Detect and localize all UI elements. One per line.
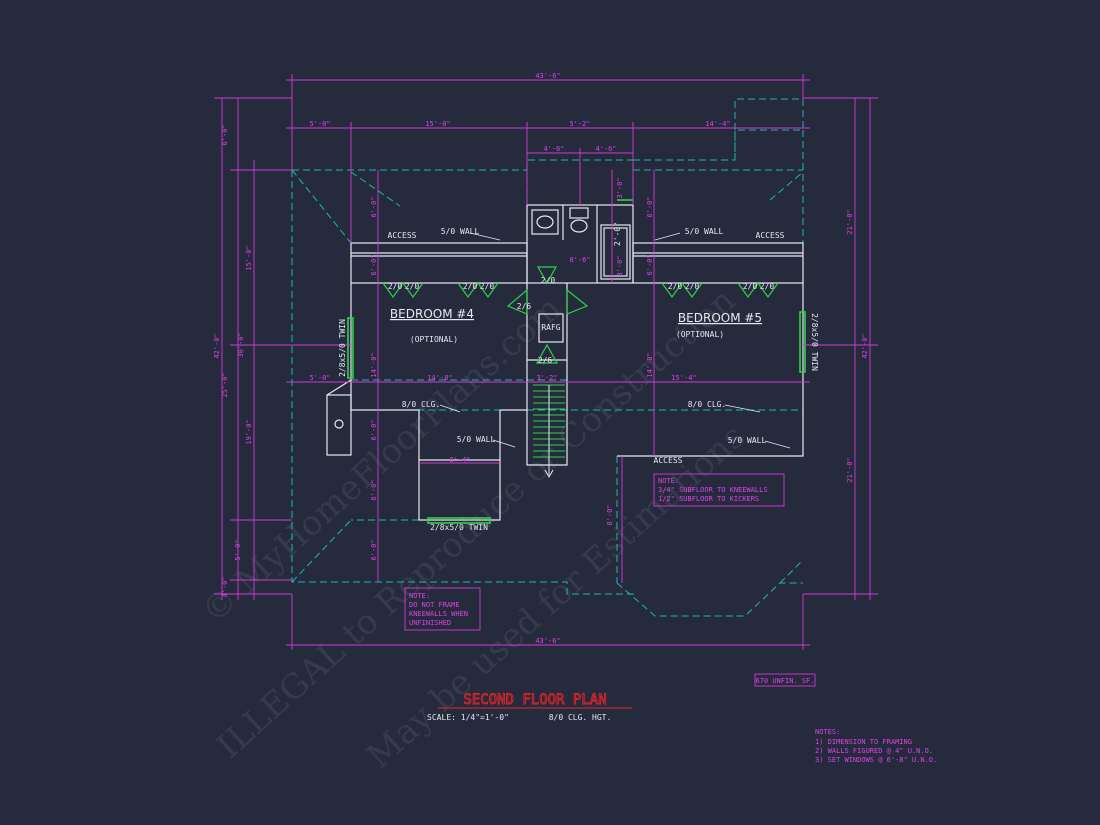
dim-left-seg-5: 19'-0" (245, 419, 253, 444)
note-subfloor-title: NOTE: (658, 477, 679, 485)
doors (382, 266, 779, 364)
general-notes-title: NOTES: (815, 728, 840, 736)
dim-overall-top: 43'-6" (535, 72, 560, 80)
dim-bedroom4-width: 14'-8" (427, 374, 452, 382)
note-frame-title: NOTE: (409, 592, 430, 600)
unfinished-area-tag: 670 UNFIN. SF. (754, 673, 816, 687)
dim-mid-right: 15'-4" (671, 374, 696, 382)
dim-misc-10: 3'-0" (616, 177, 624, 198)
access-bottom-label: ACCESS (654, 456, 683, 465)
dim-left-seg-6: 5'-0" (234, 539, 242, 560)
leader-lines (439, 232, 791, 449)
title-block: SECOND FLOOR PLAN SCALE: 1/4"=1'-0" 8/0 … (427, 692, 632, 722)
dim-misc-3: 6'-0" (370, 479, 378, 500)
unfinished-area-label: 670 UNFIN. SF. (755, 677, 814, 685)
door-label-9: 2/0 (760, 282, 775, 291)
door-label-10: 2/6 (517, 302, 532, 311)
walls (326, 204, 804, 521)
note-frame-line-2: KNEEWALLS WHEN (409, 610, 468, 618)
note-subfloor-line-2: 1/2" SUBFLOOR TO KICKERS (658, 495, 759, 503)
plan-scale: SCALE: 1/4"=1'-0" (427, 713, 509, 722)
note-frame-line-3: UNFINISHED (409, 619, 451, 627)
dim-right-overall: 42'-0" (861, 333, 869, 358)
wall-label-right-top: 5/0 WALL (685, 227, 724, 236)
general-note-2: 2) WALLS FIGURED @ 4" U.N.O. (815, 747, 933, 755)
dim-top-seg-1: 5'-0" (309, 120, 330, 128)
note-frame: NOTE: DO NOT FRAME KNEEWALLS WHEN UNFINI… (404, 587, 481, 631)
dim-sub-seg-1: 4'-6" (543, 145, 564, 153)
bedroom4-note: (OPTIONAL) (410, 335, 458, 344)
bath-dim-label: 2'-0" (613, 222, 622, 246)
dim-top-seg-2: 15'-0" (425, 120, 450, 128)
door-label-8: 2/0 (743, 282, 758, 291)
stairs (533, 384, 565, 479)
wall-label-left-bottom: 5/0 WALL (457, 435, 496, 444)
dimension-lines (214, 74, 878, 650)
dim-misc-5: 14'-0" (646, 352, 654, 377)
dim-misc-12: 8'-0" (606, 504, 614, 525)
windows (347, 199, 806, 524)
bedroom4-label: BEDROOM #4 (390, 307, 474, 321)
dim-left-seg-2: 15'-0" (245, 245, 253, 270)
dim-misc-11: 3'-0" (616, 255, 624, 276)
dim-misc-4: 14'-0" (370, 352, 378, 377)
plan-title: SECOND FLOOR PLAN (463, 692, 606, 708)
dim-misc-8: 6'-0" (370, 539, 378, 560)
dim-top-seg-3: 5'-2" (569, 120, 590, 128)
dim-right-seg-1: 21'-0" (846, 209, 854, 234)
dim-right-seg-2: 21'-0" (846, 457, 854, 482)
ceiling-label-right: 8/0 CLG. (688, 400, 727, 409)
general-notes: NOTES: 1) DIMENSION TO FRAMING 2) WALLS … (815, 728, 937, 764)
dim-left-seg-4: 30'-0" (237, 332, 245, 357)
dim-left-seg-7: 4'-0" (221, 576, 229, 597)
bedroom5-note: (OPTIONAL) (676, 330, 724, 339)
dim-misc-2: 6'-0" (370, 254, 378, 275)
general-note-3: 3) SET WINDOWS @ 6'-8" U.N.O. (815, 756, 937, 764)
dim-mid-center: 3'-2" (536, 374, 557, 382)
door-label-4: 2/0 (480, 282, 495, 291)
dimension-texts: 43'-6" 43'-6" 5'-0" 15'-0" 5'-2" 14'-4" … (213, 72, 869, 645)
ceiling-label-left: 8/0 CLG. (402, 400, 441, 409)
door-label-2: 2/0 (405, 282, 420, 291)
door-label-11: 2/6 (538, 356, 553, 365)
dim-misc-9: 6'-0" (370, 419, 378, 440)
door-label-5: 2/0 (541, 276, 556, 285)
wall-label-left-top: 5/0 WALL (441, 227, 480, 236)
window-label-right: 2/8x5/0 TWIN (810, 313, 819, 371)
dim-top-seg-4: 14'-4" (705, 120, 730, 128)
dim-left-overall: 42'-0" (213, 333, 221, 358)
dim-bath-width: 8'-6" (569, 256, 590, 264)
door-label-7: 2/0 (685, 282, 700, 291)
dim-misc-6: 6'-0" (646, 196, 654, 217)
dim-overall-bottom: 43'-6" (535, 637, 560, 645)
window-label-left: 2/8x5/0 TWIN (338, 319, 347, 377)
access-left-label: ACCESS (388, 231, 417, 240)
room-labels: BEDROOM #4 (OPTIONAL) BEDROOM #5 (OPTION… (390, 307, 762, 344)
dim-mid-left: 5'-0" (309, 374, 330, 382)
dim-left-seg-1: 6'-0" (221, 124, 229, 145)
dim-misc-1: 6'-0" (370, 196, 378, 217)
note-subfloor-line-1: 3/4" SUBFLOOR TO KNEEWALLS (658, 486, 768, 494)
window-label-bottom: 2/8x5/0 TWIN (430, 523, 488, 532)
plan-ceiling-height: 8/0 CLG. HGT. (549, 713, 612, 722)
door-label-1: 2/0 (388, 282, 403, 291)
door-label-6: 2/0 (668, 282, 683, 291)
dim-sub-seg-2: 4'-6" (595, 145, 616, 153)
general-note-1: 1) DIMENSION TO FRAMING (815, 738, 912, 746)
bedroom5-label: BEDROOM #5 (678, 311, 762, 325)
rafg-label: RAFG (541, 323, 560, 332)
dim-closet-width: 8'-4" (449, 456, 470, 464)
note-frame-line-1: DO NOT FRAME (409, 601, 460, 609)
access-right-label: ACCESS (756, 231, 785, 240)
dim-left-seg-3: 25'-0" (221, 372, 229, 397)
door-label-3: 2/0 (463, 282, 478, 291)
wall-label-right-bottom: 5/0 WALL (728, 436, 767, 445)
dim-misc-7: 6'-0" (646, 254, 654, 275)
plan-annotations: ACCESS ACCESS ACCESS 5/0 WALL 5/0 WALL 5… (338, 222, 819, 532)
note-subfloor: NOTE: 3/4" SUBFLOOR TO KNEEWALLS 1/2" SU… (653, 473, 785, 507)
